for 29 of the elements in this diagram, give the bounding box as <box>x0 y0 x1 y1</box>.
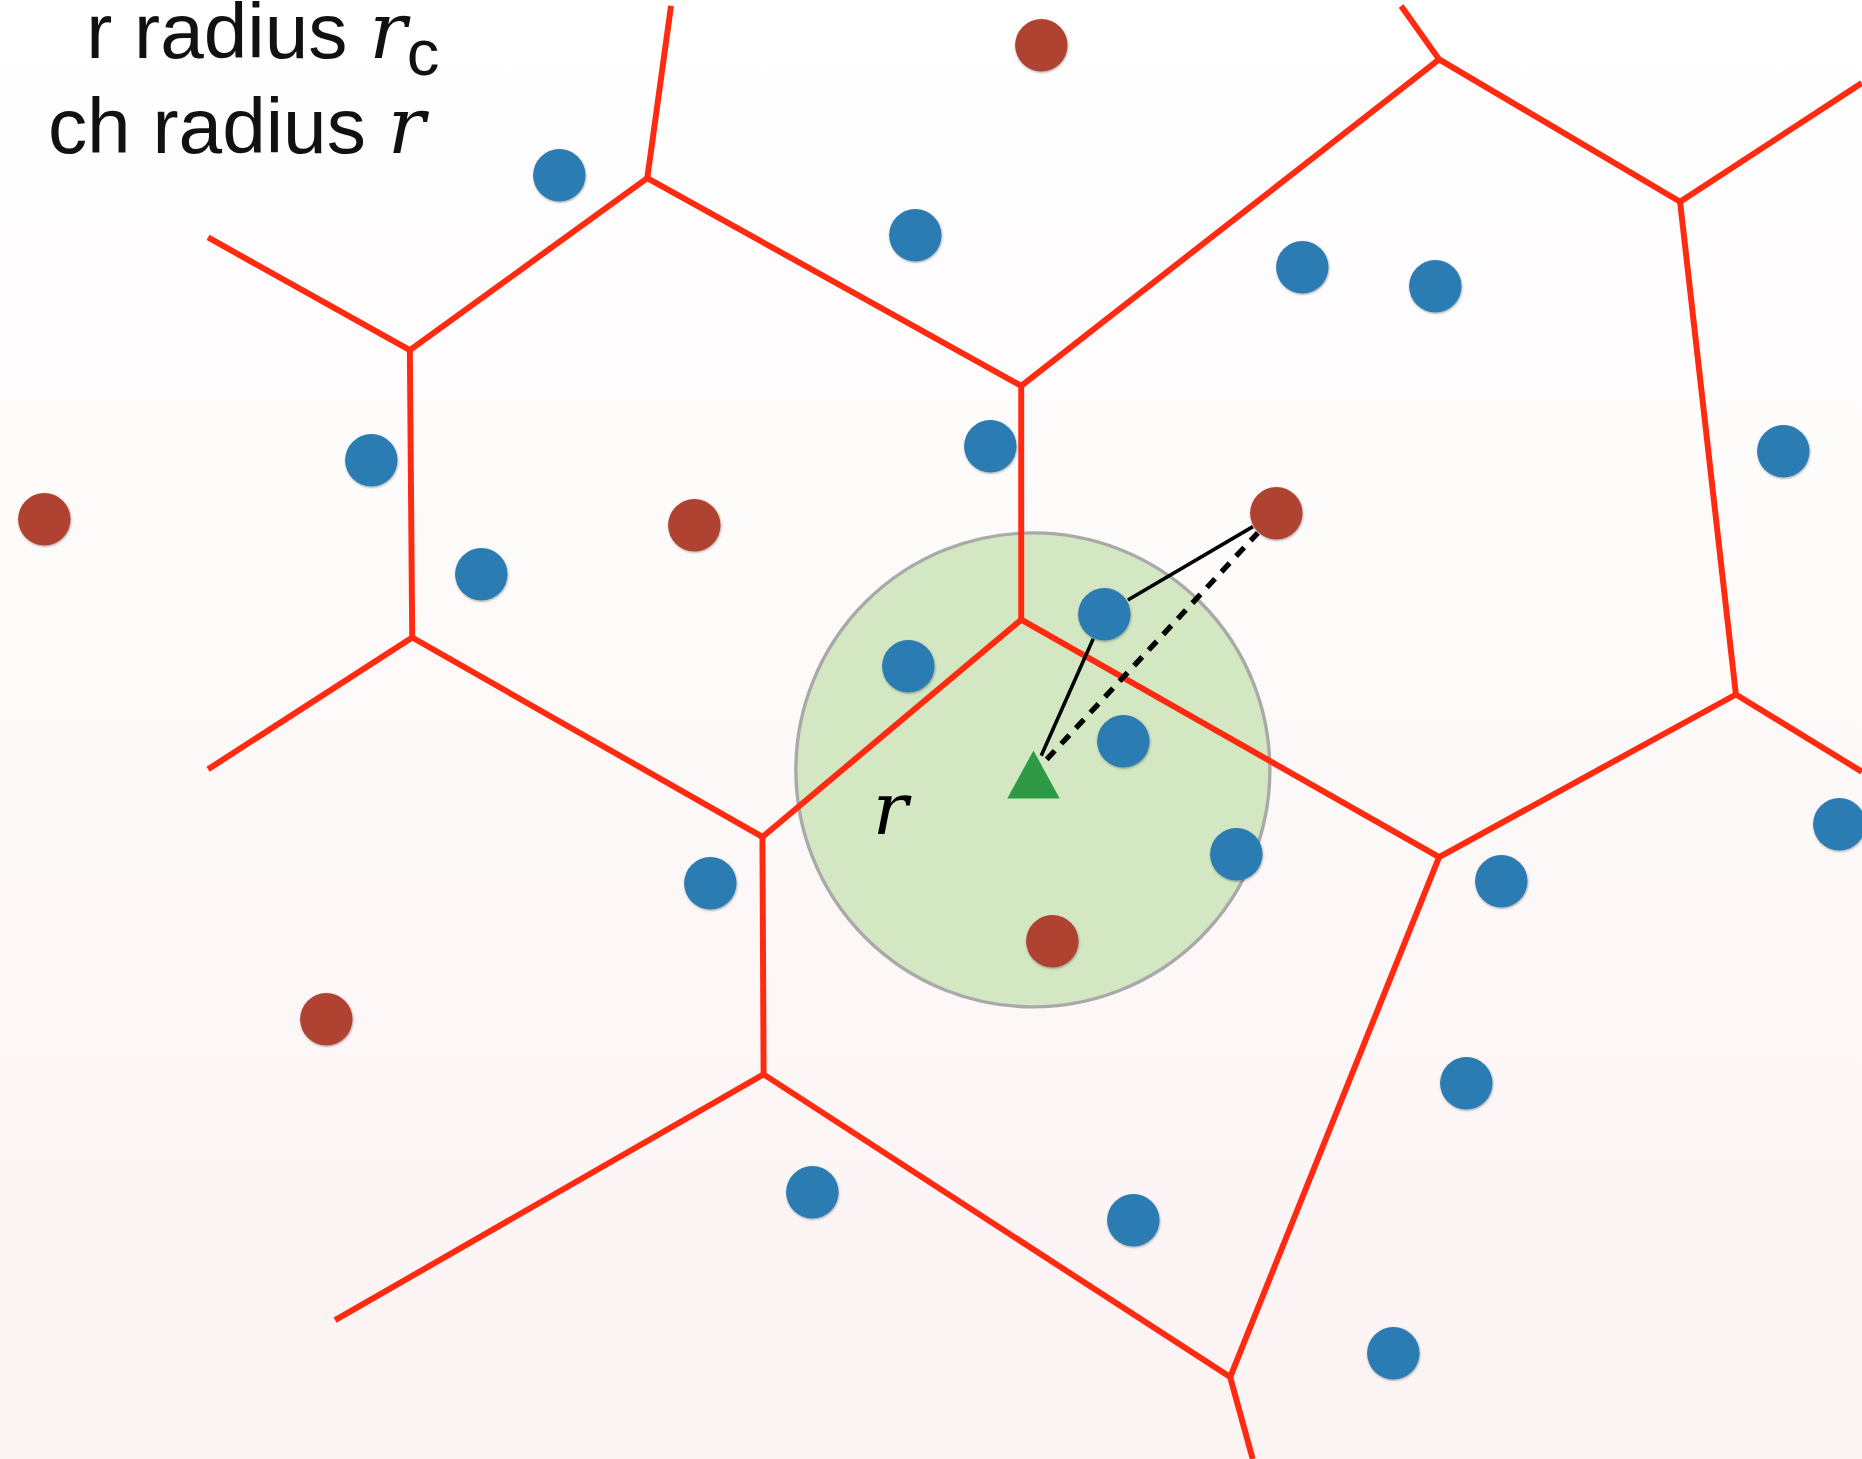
dot <box>1439 1055 1494 1111</box>
dot <box>1096 713 1151 769</box>
connector-line <box>1039 637 1095 757</box>
dot <box>1208 826 1264 882</box>
dot <box>1105 1193 1161 1249</box>
dot <box>1077 586 1132 642</box>
dot <box>1249 485 1304 541</box>
radius-circle <box>793 529 1273 1010</box>
dot <box>1014 17 1069 73</box>
dot <box>344 433 399 489</box>
dot <box>1275 239 1330 295</box>
dot <box>16 491 72 547</box>
heading-text: r radius r$_{c}$ <box>86 0 440 90</box>
dot <box>1024 914 1080 969</box>
dot <box>1408 258 1463 314</box>
dot <box>532 148 587 204</box>
dot <box>888 207 943 263</box>
dot <box>453 547 509 603</box>
dot <box>667 497 722 553</box>
dot <box>1756 423 1811 479</box>
dot <box>682 856 738 911</box>
dot <box>299 991 354 1047</box>
connector-line <box>1126 525 1254 602</box>
dot <box>881 638 936 694</box>
dot <box>1473 853 1529 909</box>
connector-line <box>1044 531 1260 762</box>
dot <box>1365 1326 1421 1382</box>
dot <box>963 419 1018 474</box>
dot <box>784 1164 840 1220</box>
